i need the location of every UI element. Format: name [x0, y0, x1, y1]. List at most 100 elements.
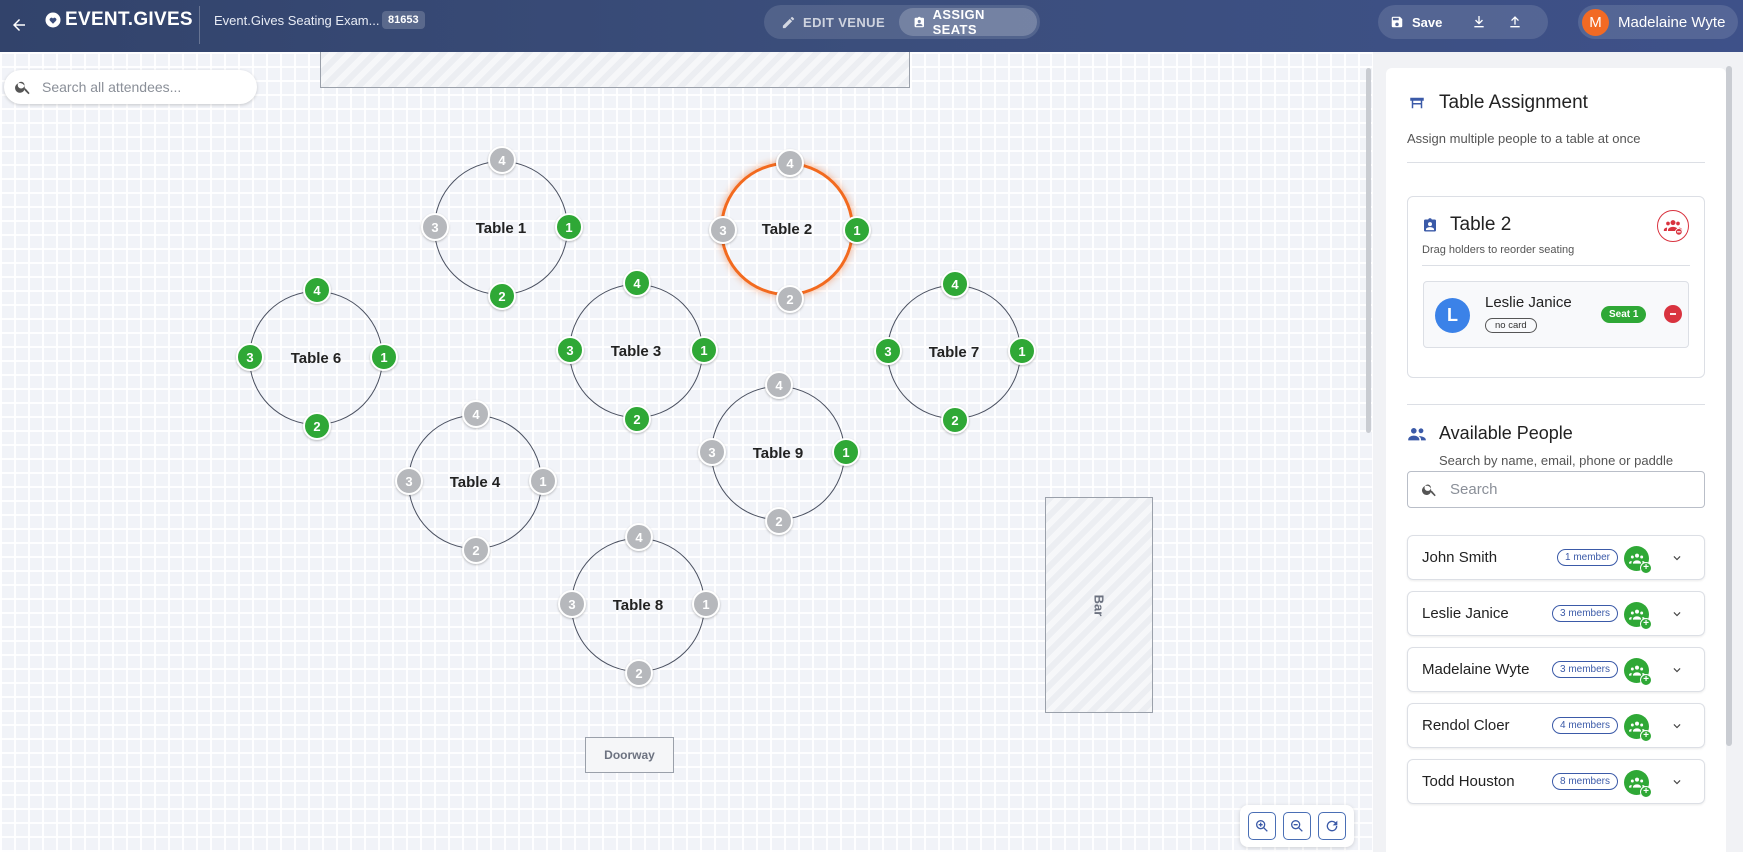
table-assignment-header: Table Assignment — [1407, 92, 1588, 114]
add-group-button[interactable]: + — [1624, 714, 1652, 742]
table-label: Table 3 — [610, 342, 662, 360]
back-button[interactable] — [4, 10, 34, 40]
seat-4[interactable]: 4 — [462, 400, 490, 428]
table-3[interactable]: Table 3 4 1 2 3 — [556, 269, 718, 433]
expand-button[interactable] — [1668, 717, 1686, 735]
seat-4[interactable]: 4 — [623, 269, 651, 297]
seat-2[interactable]: 2 — [623, 405, 651, 433]
logo[interactable]: EVENT.GIVES — [44, 9, 193, 31]
seat-3[interactable]: 3 — [395, 467, 423, 495]
seat-2[interactable]: 2 — [303, 412, 331, 440]
remove-all-button[interactable] — [1657, 210, 1689, 242]
remove-person-button[interactable] — [1664, 305, 1682, 323]
divider — [1407, 404, 1705, 405]
pencil-icon — [782, 16, 795, 28]
seat-3[interactable]: 3 — [698, 438, 726, 466]
people-search-input[interactable] — [1450, 481, 1690, 498]
add-group-button[interactable]: + — [1624, 658, 1652, 686]
expand-button[interactable] — [1668, 549, 1686, 567]
add-group-button[interactable]: + — [1624, 546, 1652, 574]
person-row[interactable]: Todd Houston 8 members + — [1407, 759, 1705, 804]
attendee-search-input[interactable] — [42, 79, 242, 95]
reset-view-button[interactable] — [1318, 812, 1347, 840]
seat-1[interactable]: 1 — [690, 336, 718, 364]
seat-1[interactable]: 1 — [843, 216, 871, 244]
person-row[interactable]: John Smith 1 member + — [1407, 535, 1705, 580]
group-icon — [1628, 609, 1645, 620]
panel-scrollbar[interactable] — [1726, 66, 1732, 746]
member-count-badge: 3 members — [1551, 605, 1618, 622]
seat-1[interactable]: 1 — [1008, 337, 1036, 365]
canvas-scrollbar[interactable] — [1366, 68, 1371, 433]
table-label: Table 1 — [475, 219, 527, 237]
person-row[interactable]: Rendol Cloer 4 members + — [1407, 703, 1705, 748]
seat-4[interactable]: 4 — [765, 371, 793, 399]
seat-1[interactable]: 1 — [555, 213, 583, 241]
seat-2[interactable]: 2 — [776, 285, 804, 313]
person-name: Leslie Janice — [1422, 605, 1509, 622]
person-row[interactable]: Madelaine Wyte 3 members + — [1407, 647, 1705, 692]
zoom-in-button[interactable] — [1247, 812, 1276, 840]
table-1[interactable]: Table 1 4 1 2 3 — [421, 146, 583, 310]
plus-icon: + — [1640, 730, 1652, 742]
chevron-down-icon — [1673, 724, 1681, 729]
expand-button[interactable] — [1668, 661, 1686, 679]
add-group-button[interactable]: + — [1624, 602, 1652, 630]
badge-icon — [914, 16, 925, 27]
doorway[interactable]: Doorway — [585, 737, 674, 773]
assign-seats-button[interactable]: ASSIGN SEATS — [899, 7, 1037, 37]
stage-area[interactable] — [320, 52, 910, 88]
expand-button[interactable] — [1668, 773, 1686, 791]
seat-1[interactable]: 1 — [529, 467, 557, 495]
user-menu[interactable]: M Madelaine Wyte — [1578, 5, 1738, 39]
table-assignment-subtitle: Assign multiple people to a table at onc… — [1407, 131, 1641, 146]
seat-2[interactable]: 2 — [488, 282, 516, 310]
seat-3[interactable]: 3 — [556, 336, 584, 364]
assigned-person[interactable]: L Leslie Janice no card Seat 1 — [1423, 281, 1689, 348]
group-icon — [1628, 665, 1645, 676]
bar-area[interactable]: Bar — [1045, 497, 1153, 713]
add-group-button[interactable]: + — [1624, 770, 1652, 798]
seat-4[interactable]: 4 — [303, 276, 331, 304]
person-row[interactable]: Leslie Janice 3 members + — [1407, 591, 1705, 636]
seat-1[interactable]: 1 — [692, 590, 720, 618]
seat-3[interactable]: 3 — [558, 590, 586, 618]
upload-button[interactable] — [1502, 9, 1528, 35]
download-button[interactable] — [1466, 9, 1492, 35]
save-button[interactable]: Save — [1390, 15, 1442, 30]
chevron-down-icon — [1673, 668, 1681, 673]
divider — [1407, 162, 1705, 163]
seat-3[interactable]: 3 — [709, 216, 737, 244]
seat-1[interactable]: 1 — [832, 438, 860, 466]
seat-badge: Seat 1 — [1601, 306, 1647, 323]
expand-button[interactable] — [1668, 605, 1686, 623]
seat-4[interactable]: 4 — [625, 523, 653, 551]
seat-2[interactable]: 2 — [625, 659, 653, 687]
seat-3[interactable]: 3 — [874, 337, 902, 365]
edit-venue-button[interactable]: EDIT VENUE — [767, 8, 899, 36]
seat-4[interactable]: 4 — [776, 149, 804, 177]
person-name: Rendol Cloer — [1422, 717, 1510, 734]
zoom-out-button[interactable] — [1282, 812, 1311, 840]
group-remove-icon — [1663, 220, 1683, 236]
seat-3[interactable]: 3 — [236, 343, 264, 371]
seat-3[interactable]: 3 — [421, 213, 449, 241]
heart-logo-icon — [45, 12, 61, 28]
download-icon — [1474, 16, 1485, 28]
seat-2[interactable]: 2 — [941, 406, 969, 434]
seat-4[interactable]: 4 — [488, 146, 516, 174]
top-bar: EVENT.GIVES Event.Gives Seating Exam... … — [0, 0, 1743, 52]
header-divider — [199, 6, 200, 44]
minus-icon — [1670, 313, 1676, 315]
seat-4[interactable]: 4 — [941, 270, 969, 298]
seat-2[interactable]: 2 — [765, 507, 793, 535]
seat-1[interactable]: 1 — [370, 343, 398, 371]
seat-2[interactable]: 2 — [462, 536, 490, 564]
